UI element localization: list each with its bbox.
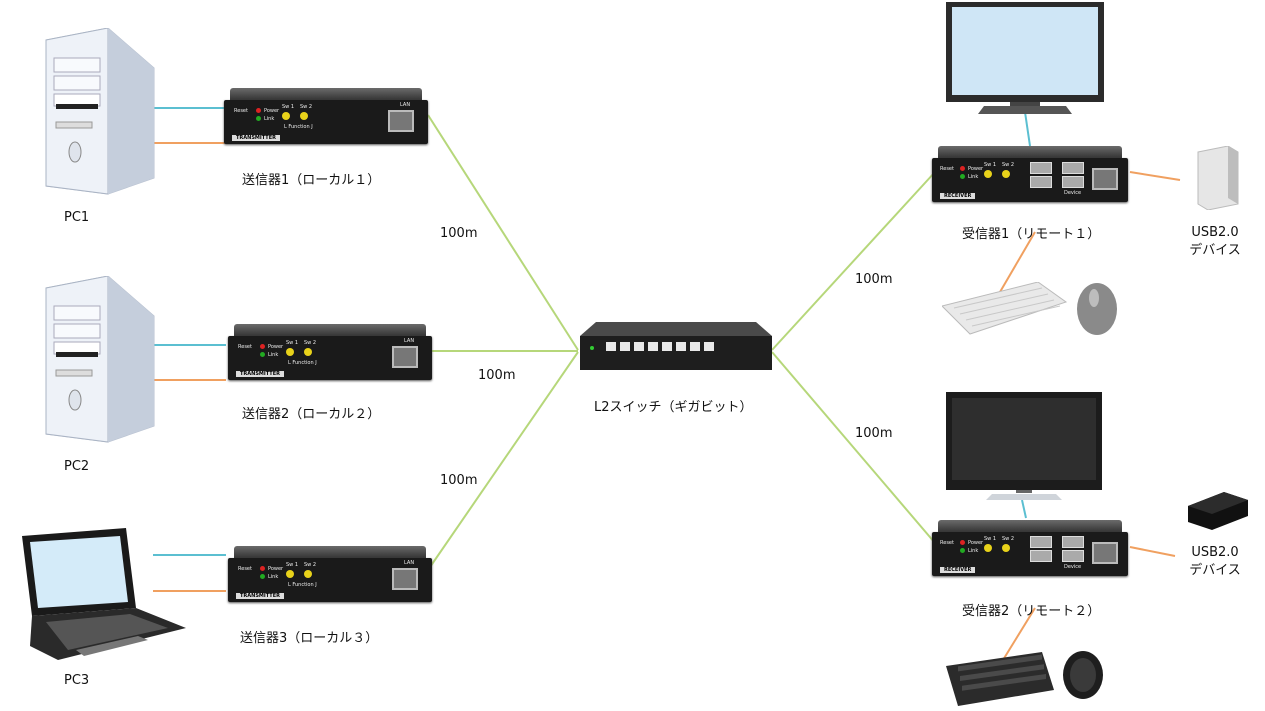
laptop-icon — [22, 528, 186, 660]
transmitter-3-label: 送信器3（ローカル３） — [240, 631, 379, 646]
usb-hdd-1-icon — [1197, 146, 1239, 210]
wire-rx2-monitor — [1021, 499, 1027, 519]
distance-tx3: 100m — [440, 473, 478, 488]
pc1-label: PC1 — [64, 210, 90, 225]
wire-tx3-switch — [427, 351, 579, 571]
wire-rx1-monitor — [1024, 111, 1031, 147]
distance-rx2: 100m — [855, 426, 893, 441]
usb-device-1-line2: デバイス — [1189, 243, 1241, 258]
wire-switch-rx1 — [771, 171, 936, 351]
wire-rx1-keyboard — [999, 231, 1036, 293]
mouse-1-icon — [1077, 283, 1117, 335]
usb-device-2-line1: USB2.0 — [1191, 545, 1239, 560]
pc-tower-1-icon — [45, 28, 155, 195]
pc-tower-2-icon — [45, 276, 155, 443]
wire-tx1-switch — [427, 114, 579, 351]
switch-label: L2スイッチ（ギガビット） — [594, 400, 753, 415]
usb-device-1-label: USB2.0 デバイス — [1180, 224, 1250, 260]
usb-device-1-line1: USB2.0 — [1191, 225, 1239, 240]
receiver-2-label: 受信器2（リモート２） — [962, 604, 1101, 619]
usb-hdd-2-icon — [1188, 492, 1248, 530]
pc3-label: PC3 — [64, 673, 90, 688]
wire-rx2-usb — [1129, 546, 1176, 557]
transmitter-1: Reset Power Link Sw 1 Sw 2 L Function J … — [224, 88, 428, 144]
transmitter-3: Reset Power Link Sw 1 Sw 2 L Function J … — [228, 546, 432, 602]
wire-switch-rx2 — [771, 351, 936, 544]
distance-tx1: 100m — [440, 226, 478, 241]
transmitter-2-label: 送信器2（ローカル２） — [242, 407, 381, 422]
transmitter-2: Reset Power Link Sw 1 Sw 2 L Function J … — [228, 324, 432, 380]
mouse-2-icon — [1063, 651, 1103, 699]
receiver-1-label: 受信器1（リモート１） — [962, 227, 1101, 242]
transmitter-1-label: 送信器1（ローカル１） — [242, 173, 381, 188]
monitor-1-icon — [946, 2, 1104, 114]
monitor-2-icon — [946, 392, 1102, 500]
usb-device-2-line2: デバイス — [1189, 563, 1241, 578]
keyboard-2-icon — [946, 652, 1054, 706]
usb-device-2-label: USB2.0 デバイス — [1180, 544, 1250, 580]
receiver-1: Reset Power Link Sw 1 Sw 2 Device RECEIV… — [932, 146, 1128, 202]
distance-tx2: 100m — [478, 368, 516, 383]
keyboard-1-icon — [942, 282, 1068, 335]
wire-rx1-usb — [1129, 171, 1181, 181]
l2-switch-icon — [580, 322, 772, 370]
distance-rx1: 100m — [855, 272, 893, 287]
wire-rx2-keyboard — [1002, 607, 1036, 661]
receiver-2: Reset Power Link Sw 1 Sw 2 Device RECEIV… — [932, 520, 1128, 576]
pc2-label: PC2 — [64, 459, 90, 474]
